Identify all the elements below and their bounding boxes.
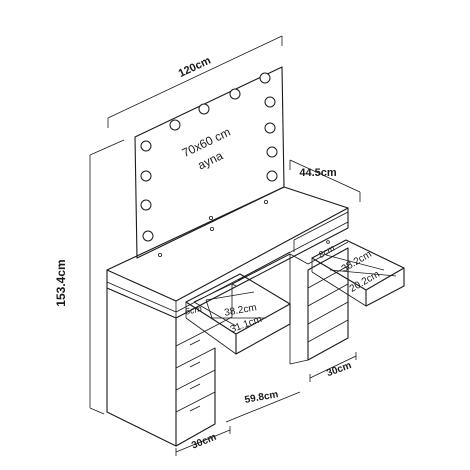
- width-dimension: 120cm: [107, 35, 283, 128]
- mirror-bulb: [264, 122, 276, 134]
- depth-label: 44.5cm: [299, 167, 337, 179]
- total-height-label: 153.4cm: [54, 259, 68, 306]
- mirror-bulb: [264, 96, 276, 108]
- mirror-bulb: [266, 146, 278, 158]
- mirror-bulb: [169, 119, 181, 131]
- depth-dimension: 44.5cm: [289, 159, 361, 202]
- mirror: 70x60 cm ayna: [134, 66, 285, 259]
- height-dimension: 153.4cm: [54, 139, 125, 415]
- left-cabinet-width-label: 30cm: [190, 432, 218, 452]
- middle-gap-dimension: 59.8cm: [225, 389, 301, 423]
- mirror-bulb: [198, 103, 210, 115]
- mirror-bulb: [140, 140, 152, 152]
- mirror-bulb: [140, 199, 152, 211]
- right-cabinet-width-dimension: 30cm: [309, 352, 357, 382]
- mirror-bulb: [140, 170, 152, 182]
- right-drawer-depth-label: 38.2cm: [340, 249, 374, 275]
- mirror-bulb: [142, 230, 154, 242]
- left-drawer-height-label: 6cm: [184, 303, 203, 316]
- total-width-label: 120cm: [177, 55, 213, 80]
- middle-gap-label: 59.8cm: [244, 389, 279, 406]
- mirror-bulb: [259, 72, 271, 84]
- mirror-bulb: [266, 170, 278, 182]
- right-cabinet-width-label: 30cm: [325, 360, 353, 379]
- mirror-bulb: [229, 88, 241, 100]
